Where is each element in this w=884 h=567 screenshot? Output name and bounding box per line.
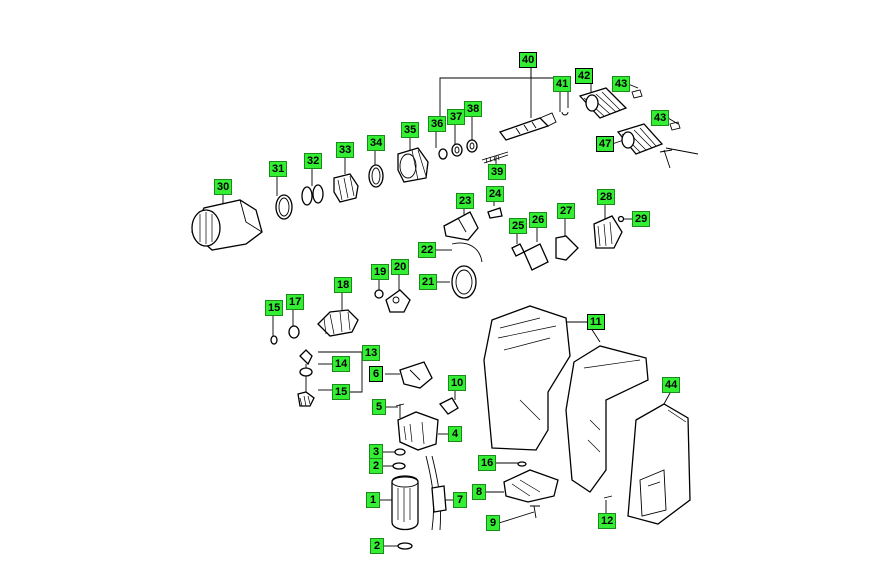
chuck-assembly: [498, 87, 699, 169]
callout-7: 7: [453, 492, 467, 508]
gear-housing-parts: [443, 207, 625, 299]
callout-5: 5: [372, 399, 386, 415]
callout-27: 27: [557, 203, 576, 219]
callout-34: 34: [367, 135, 386, 151]
battery-pack: [627, 403, 691, 525]
callout-4: 4: [448, 426, 462, 442]
callout-13: 13: [362, 345, 381, 361]
callout-36: 36: [428, 116, 447, 132]
housing-half: [483, 305, 571, 451]
callout-29: 29: [632, 211, 651, 227]
switch-parts: [395, 361, 459, 451]
callout-1: 1: [366, 492, 380, 508]
callout-31: 31: [269, 161, 288, 177]
callout-2: 2: [369, 458, 383, 474]
callout-24: 24: [486, 186, 505, 202]
callout-37: 37: [447, 109, 466, 125]
callout-28: 28: [597, 189, 616, 205]
callout-32: 32: [304, 153, 323, 169]
callout-15-second: 15: [332, 384, 351, 400]
callout-10: 10: [448, 375, 467, 391]
callout-25: 25: [509, 218, 528, 234]
callout-23: 23: [456, 193, 475, 209]
callout-9: 9: [486, 515, 500, 531]
callout-18: 18: [334, 277, 353, 293]
gear-train-row: [191, 147, 429, 251]
callout-19: 19: [371, 264, 390, 280]
callout-26: 26: [529, 212, 548, 228]
callout-21: 21: [419, 274, 438, 290]
callout-35: 35: [401, 122, 420, 138]
callout-17: 17: [286, 294, 305, 310]
spindle-small-parts: [438, 139, 509, 164]
callout-30: 30: [214, 179, 233, 195]
base-parts: [503, 461, 559, 519]
callout-42: 42: [575, 68, 594, 84]
callout-11: 11: [587, 314, 605, 330]
callout-47: 47: [596, 136, 615, 152]
callout-2-second: 2: [370, 538, 384, 554]
callout-20: 20: [391, 259, 410, 275]
callout-40: 40: [519, 52, 538, 68]
callout-14: 14: [332, 356, 351, 372]
housing-cover: [565, 345, 649, 499]
callout-16: 16: [478, 455, 497, 471]
callout-15: 15: [265, 300, 284, 316]
planetary-gear-parts: [270, 289, 411, 345]
callout-12: 12: [598, 513, 617, 529]
callout-41: 41: [553, 76, 572, 92]
motor-assembly: [391, 448, 447, 550]
callout-6: 6: [369, 366, 383, 382]
callout-43: 43: [612, 76, 631, 92]
callout-38: 38: [464, 101, 483, 117]
callout-44: 44: [662, 377, 681, 393]
callout-33: 33: [336, 142, 355, 158]
shaft-assembly: [297, 349, 315, 407]
callout-8: 8: [472, 484, 486, 500]
callout-39: 39: [488, 164, 507, 180]
callout-43-second: 43: [651, 110, 670, 126]
callout-22: 22: [418, 242, 437, 258]
